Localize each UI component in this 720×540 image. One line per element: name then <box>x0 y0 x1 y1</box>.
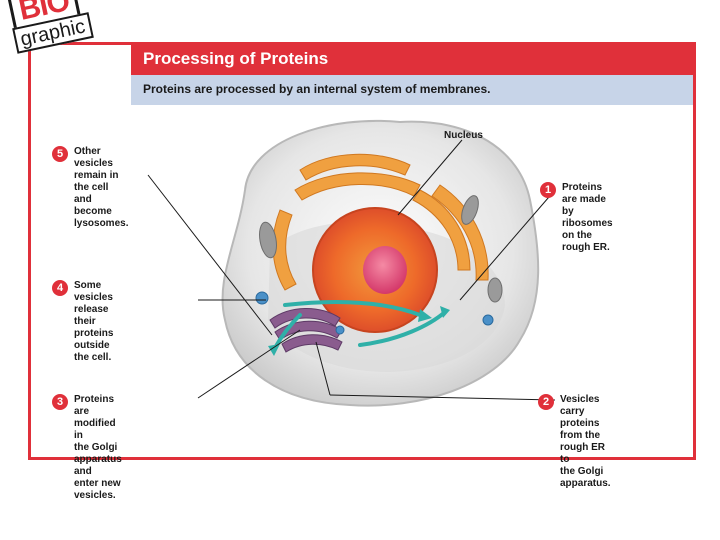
leader-lines <box>147 139 556 401</box>
vesicles <box>255 291 494 335</box>
step-number: 3 <box>52 394 68 410</box>
step-number: 2 <box>538 394 554 410</box>
rough-er <box>272 153 489 291</box>
step-text: Proteins are modified in the Golgi appar… <box>74 394 122 501</box>
label-nucleus: Nucleus <box>444 130 483 141</box>
step-text: Proteins are made by ribosomes on the ro… <box>562 182 613 253</box>
nucleolus <box>363 246 407 294</box>
title-bar: Processing of Proteins <box>131 45 693 75</box>
step-number: 5 <box>52 146 68 162</box>
arrow-heads <box>268 306 450 356</box>
step-number: 4 <box>52 280 68 296</box>
step-text: Vesicles carry proteins from the rough E… <box>560 394 611 489</box>
page-subtitle: Proteins are processed by an internal sy… <box>143 82 491 96</box>
step-text: Other vesicles remain in the cell and be… <box>74 146 129 229</box>
step-number: 1 <box>540 182 556 198</box>
page-title: Processing of Proteins <box>143 49 329 68</box>
step-text: Some vesicles release their proteins out… <box>74 280 114 363</box>
mitochondria <box>259 195 503 303</box>
subtitle-bar: Proteins are processed by an internal sy… <box>131 75 693 105</box>
